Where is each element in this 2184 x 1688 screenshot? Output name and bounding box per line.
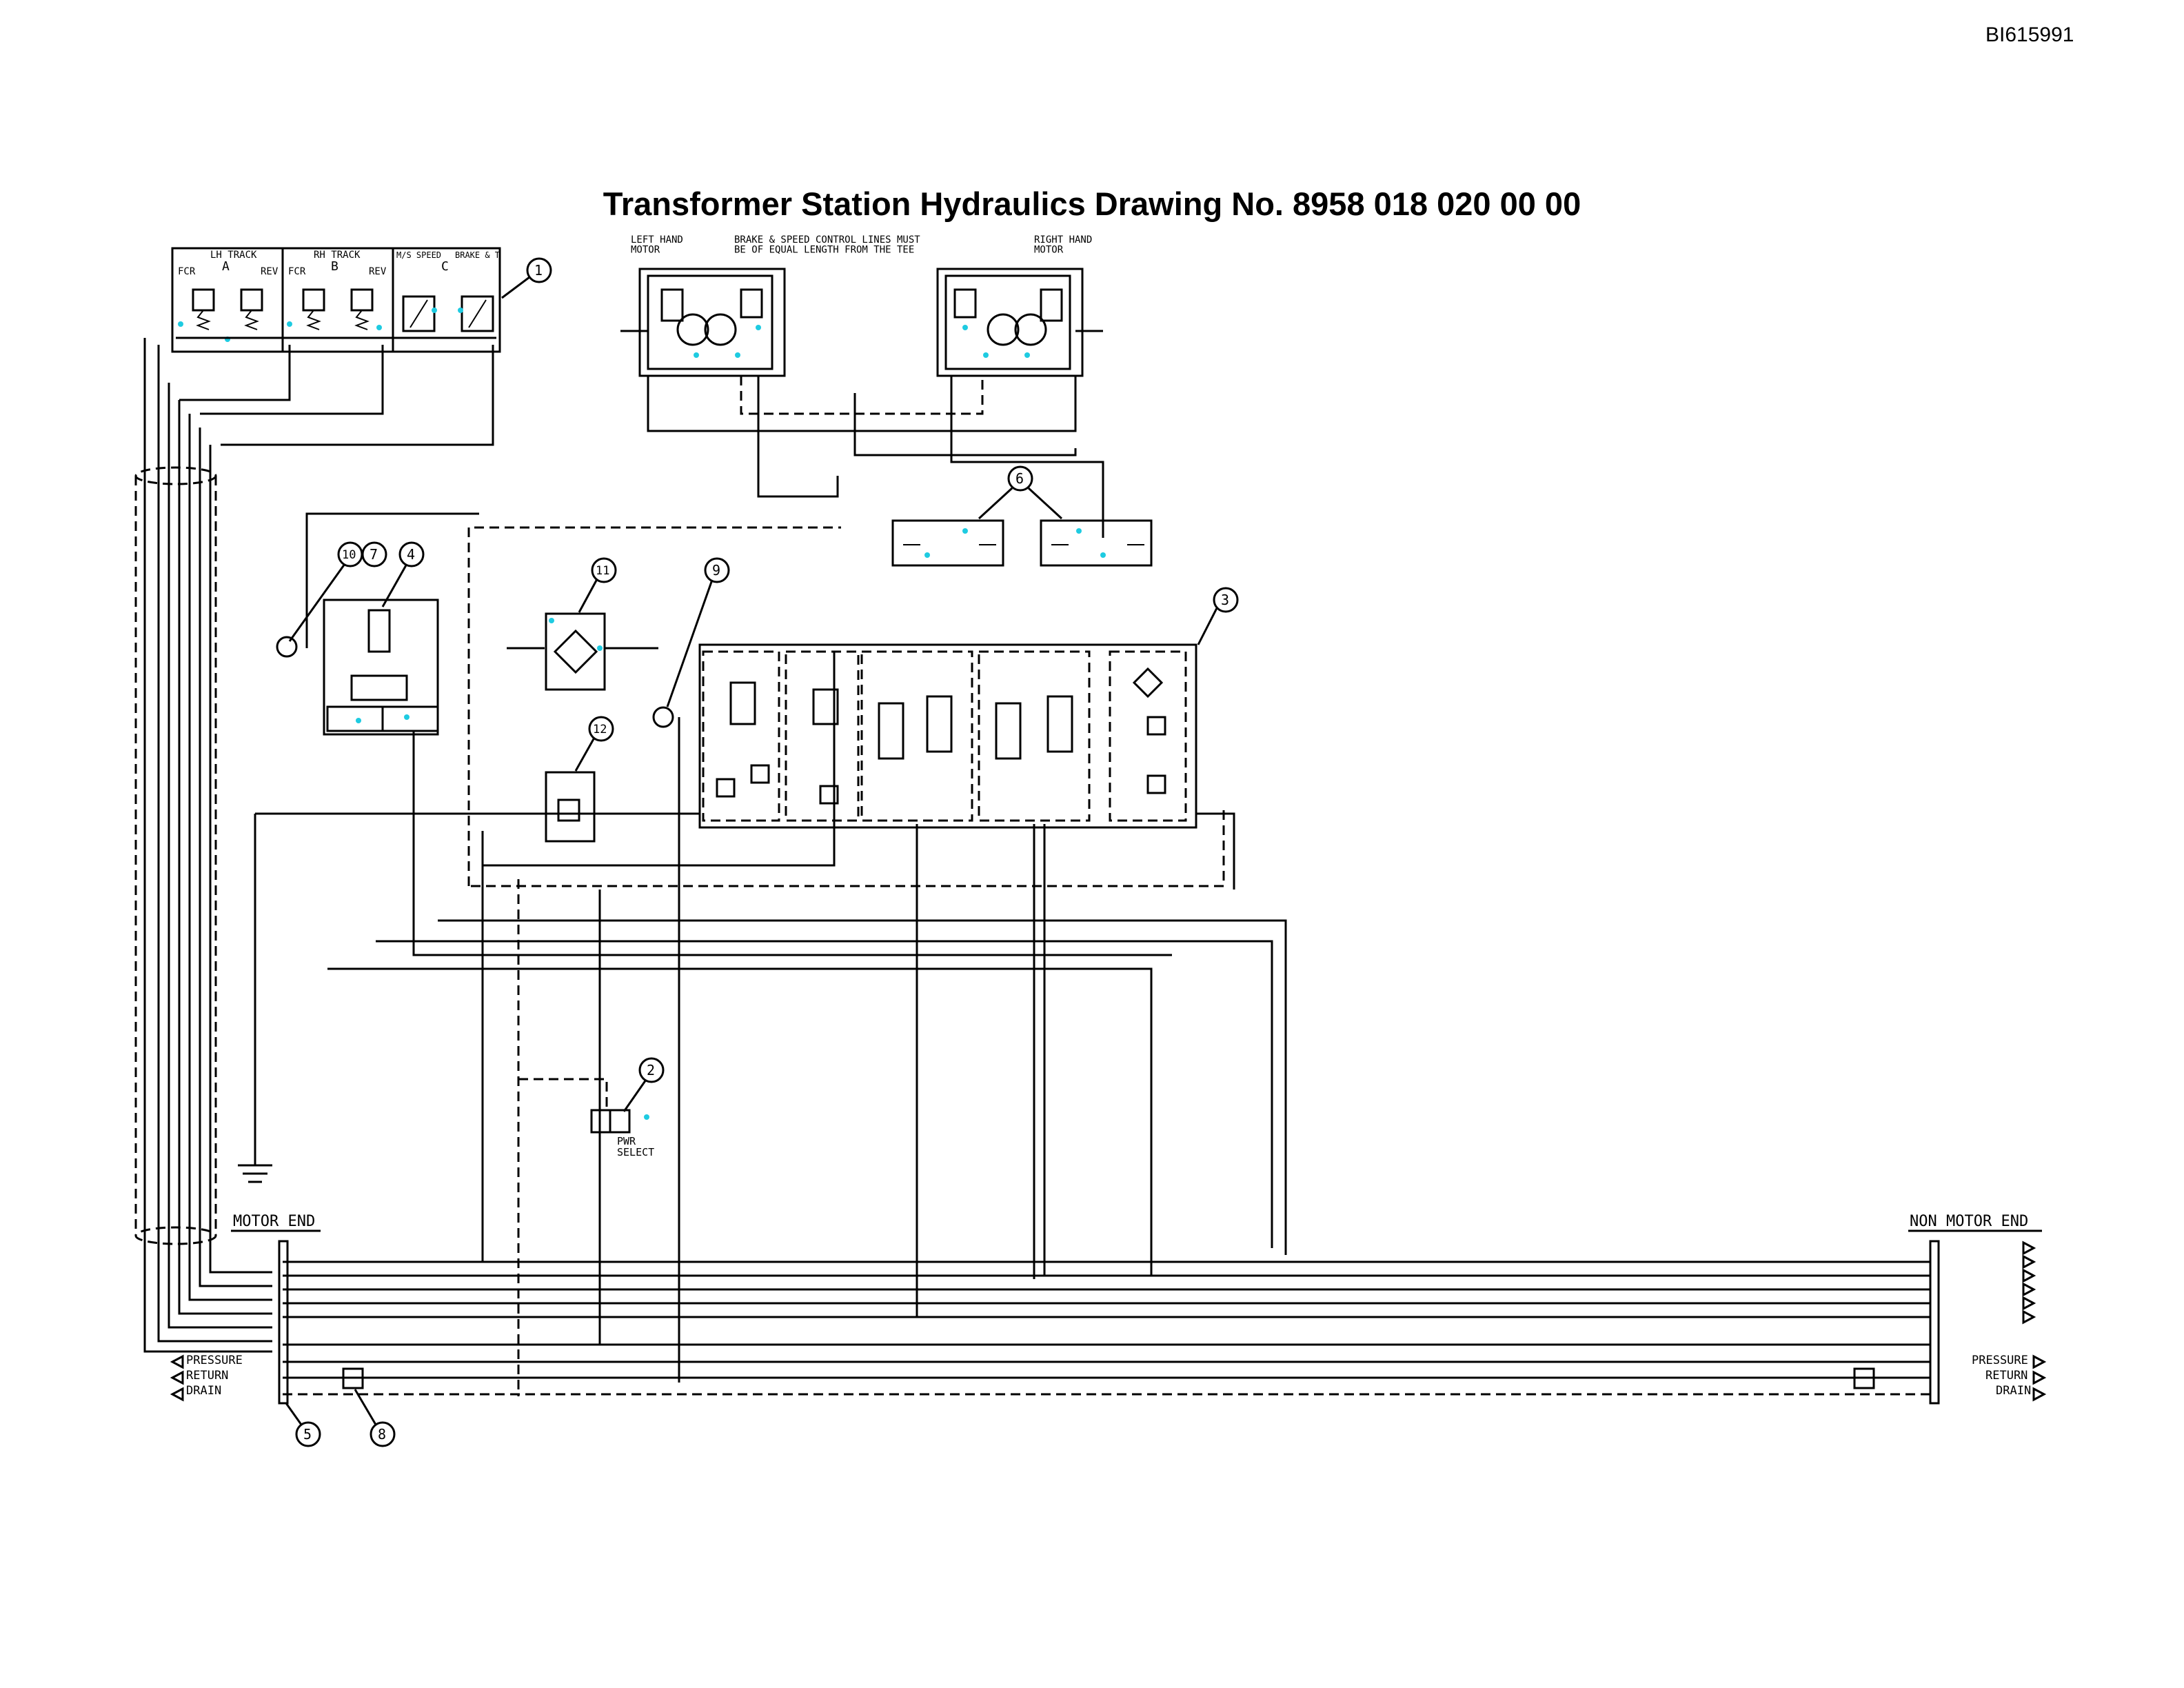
document-id: BI615991 [1985, 23, 2074, 46]
callout-7: 7 [361, 541, 387, 567]
svg-text:2: 2 [647, 1062, 655, 1078]
callout-3: 3 [1197, 587, 1239, 645]
fcr-label-a: FCR [178, 266, 196, 277]
motor-end-label: MOTOR END [233, 1213, 315, 1230]
pressure-gauge [652, 706, 674, 728]
filter-assembly [545, 612, 606, 691]
rh-track-label: RH TRACK [314, 250, 361, 261]
lh-track-label: LH TRACK [210, 250, 257, 261]
svg-text:3: 3 [1221, 592, 1229, 608]
section-c-label: C [441, 259, 449, 274]
svg-text:6: 6 [1015, 470, 1024, 487]
callout-1: 1 [501, 257, 552, 299]
non-motor-end-label: NON MOTOR END [1910, 1213, 2028, 1230]
drain-label-right: DRAIN [1996, 1384, 2031, 1398]
callout-10: 10 [288, 541, 363, 642]
rev-label-a: REV [261, 266, 279, 277]
callout-5: 5 [285, 1403, 321, 1447]
svg-text:9: 9 [712, 562, 720, 579]
svg-text:5: 5 [303, 1426, 312, 1443]
callout-2: 2 [623, 1057, 665, 1112]
non-motor-end-manifold: NON MOTOR END PRESSURE RETURN DRAIN [1853, 1213, 2047, 1405]
pilot-control-block [276, 599, 439, 736]
drawing-title: Transformer Station Hydraulics Drawing N… [603, 185, 1581, 222]
drain-label-left: DRAIN [186, 1384, 221, 1398]
callout-8: 8 [342, 1367, 396, 1447]
svg-text:7: 7 [370, 546, 378, 563]
return-label-left: RETURN [186, 1369, 228, 1383]
svg-text:1: 1 [534, 262, 543, 279]
rev-label-b: REV [369, 266, 387, 277]
section-a-label: A [222, 259, 230, 274]
svg-text:10: 10 [342, 548, 356, 562]
trunk-lines [283, 1260, 1930, 1396]
callout-12: 12 [574, 716, 614, 772]
misc-speed-label: M/S SPEED [396, 250, 441, 260]
callout-11: 11 [578, 557, 617, 613]
main-control-manifold [698, 643, 1197, 829]
relief-valve-pair [891, 519, 1153, 567]
section-b-label: B [331, 259, 338, 274]
return-label-right: RETURN [1985, 1369, 2028, 1383]
motor-end-manifold: MOTOR END PRESSURE RETURN DRAIN [170, 1213, 321, 1405]
svg-text:8: 8 [378, 1426, 386, 1443]
track-valve-bank: LH TRACK RH TRACK M/S SPEED BRAKE & T FC… [171, 247, 501, 353]
callout-6: 6 [978, 465, 1063, 520]
hose-bundle-left [134, 338, 494, 1353]
pressure-label-left: PRESSURE [186, 1354, 243, 1367]
svg-text:12: 12 [593, 723, 607, 736]
fcr-label-b: FCR [288, 266, 306, 277]
callout-9: 9 [666, 557, 730, 707]
svg-text:11: 11 [596, 564, 609, 578]
pressure-label-right: PRESSURE [1972, 1354, 2028, 1367]
callout-4: 4 [381, 541, 425, 607]
svg-text:4: 4 [407, 546, 415, 563]
brake-label: BRAKE & T [455, 250, 500, 260]
relief-valve-12 [545, 771, 596, 843]
